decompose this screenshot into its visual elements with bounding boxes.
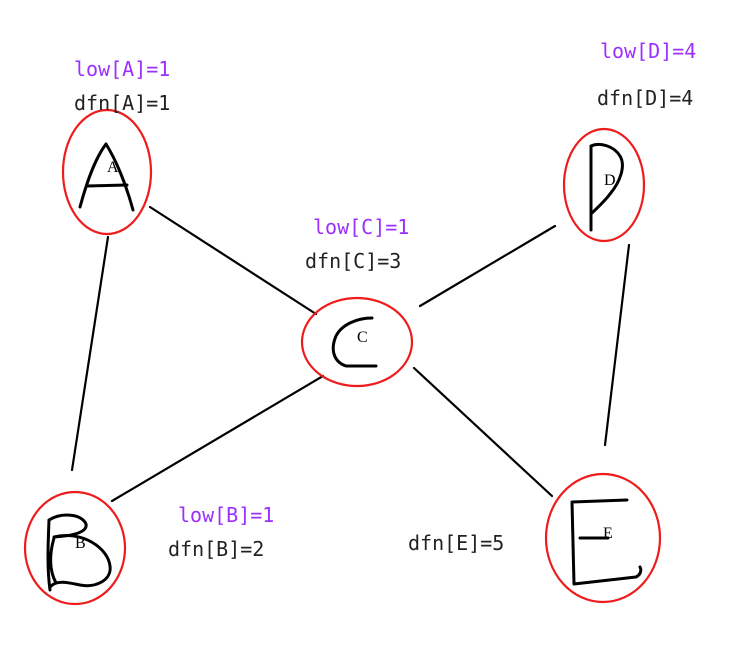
node-d[interactable]: D	[562, 127, 646, 243]
edge-a-c	[148, 205, 318, 316]
node-c-circle	[300, 296, 414, 388]
node-e-glyph	[570, 498, 643, 586]
node-c-glyph	[331, 316, 378, 368]
edge-c-d	[418, 224, 557, 308]
label-dfn-a: dfn[A]=1	[74, 91, 170, 115]
node-a[interactable]: A	[61, 108, 153, 236]
edge-b-c	[110, 374, 325, 503]
label-dfn-c: dfn[C]=3	[305, 249, 401, 273]
edges	[70, 205, 631, 503]
node-e-circle	[544, 472, 662, 604]
node-b[interactable]: B	[23, 490, 127, 606]
node-b-letter: B	[75, 535, 86, 552]
labels: low[A]=1 dfn[A]=1 low[D]=4 dfn[D]=4 low[…	[74, 39, 696, 561]
label-low-d: low[D]=4	[600, 39, 696, 63]
label-dfn-b: dfn[B]=2	[168, 537, 264, 561]
node-d-glyph	[589, 142, 624, 232]
node-e[interactable]: E	[544, 472, 662, 604]
node-b-circle	[23, 490, 127, 606]
node-a-letter: A	[107, 159, 119, 176]
node-c-letter: C	[357, 329, 368, 346]
edge-a-b	[70, 235, 110, 472]
label-low-a: low[A]=1	[74, 57, 170, 81]
label-dfn-d: dfn[D]=4	[597, 86, 693, 110]
node-e-letter: E	[603, 525, 613, 542]
node-b-glyph	[46, 513, 112, 592]
label-dfn-e: dfn[E]=5	[408, 531, 504, 555]
label-low-c: low[C]=1	[313, 215, 409, 239]
node-d-circle	[562, 127, 646, 243]
node-d-letter: D	[604, 172, 616, 189]
node-c[interactable]: C	[300, 296, 414, 388]
edge-c-e	[412, 366, 554, 498]
node-a-circle	[61, 108, 153, 236]
label-low-b: low[B]=1	[178, 503, 274, 527]
edge-d-e	[603, 243, 631, 447]
node-a-glyph	[78, 142, 135, 212]
